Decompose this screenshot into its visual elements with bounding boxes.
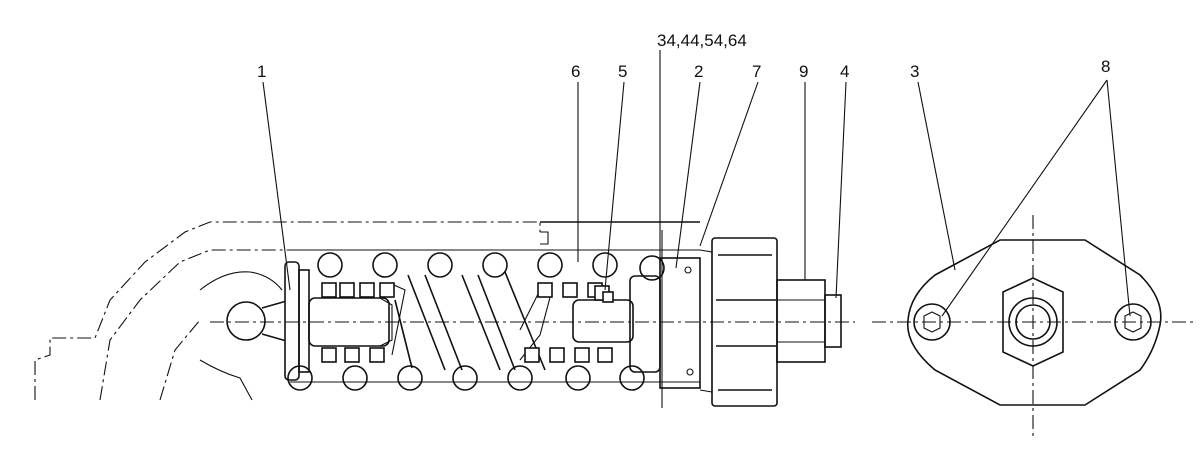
callout-5: 5 — [618, 62, 627, 81]
right-retainer-blocks — [519, 249, 713, 393]
plunger-ball-end — [226, 261, 393, 381]
callout-8: 8 — [1101, 57, 1110, 76]
callout-7: 7 — [752, 62, 761, 81]
callout-labels: 1 34,44,54,64 6 5 2 7 9 4 3 8 — [257, 31, 1110, 81]
callout-4: 4 — [840, 62, 849, 81]
callout-group: 34,44,54,64 — [657, 31, 747, 50]
callout-3: 3 — [910, 62, 919, 81]
callout-1: 1 — [257, 62, 266, 81]
callout-9: 9 — [799, 62, 808, 81]
callout-6: 6 — [571, 62, 580, 81]
end-view-flange — [872, 215, 1195, 440]
housing-outline — [34, 221, 700, 401]
callout-2: 2 — [694, 62, 703, 81]
leader-lines — [262, 50, 1131, 317]
left-retainer-blocks — [321, 282, 406, 363]
